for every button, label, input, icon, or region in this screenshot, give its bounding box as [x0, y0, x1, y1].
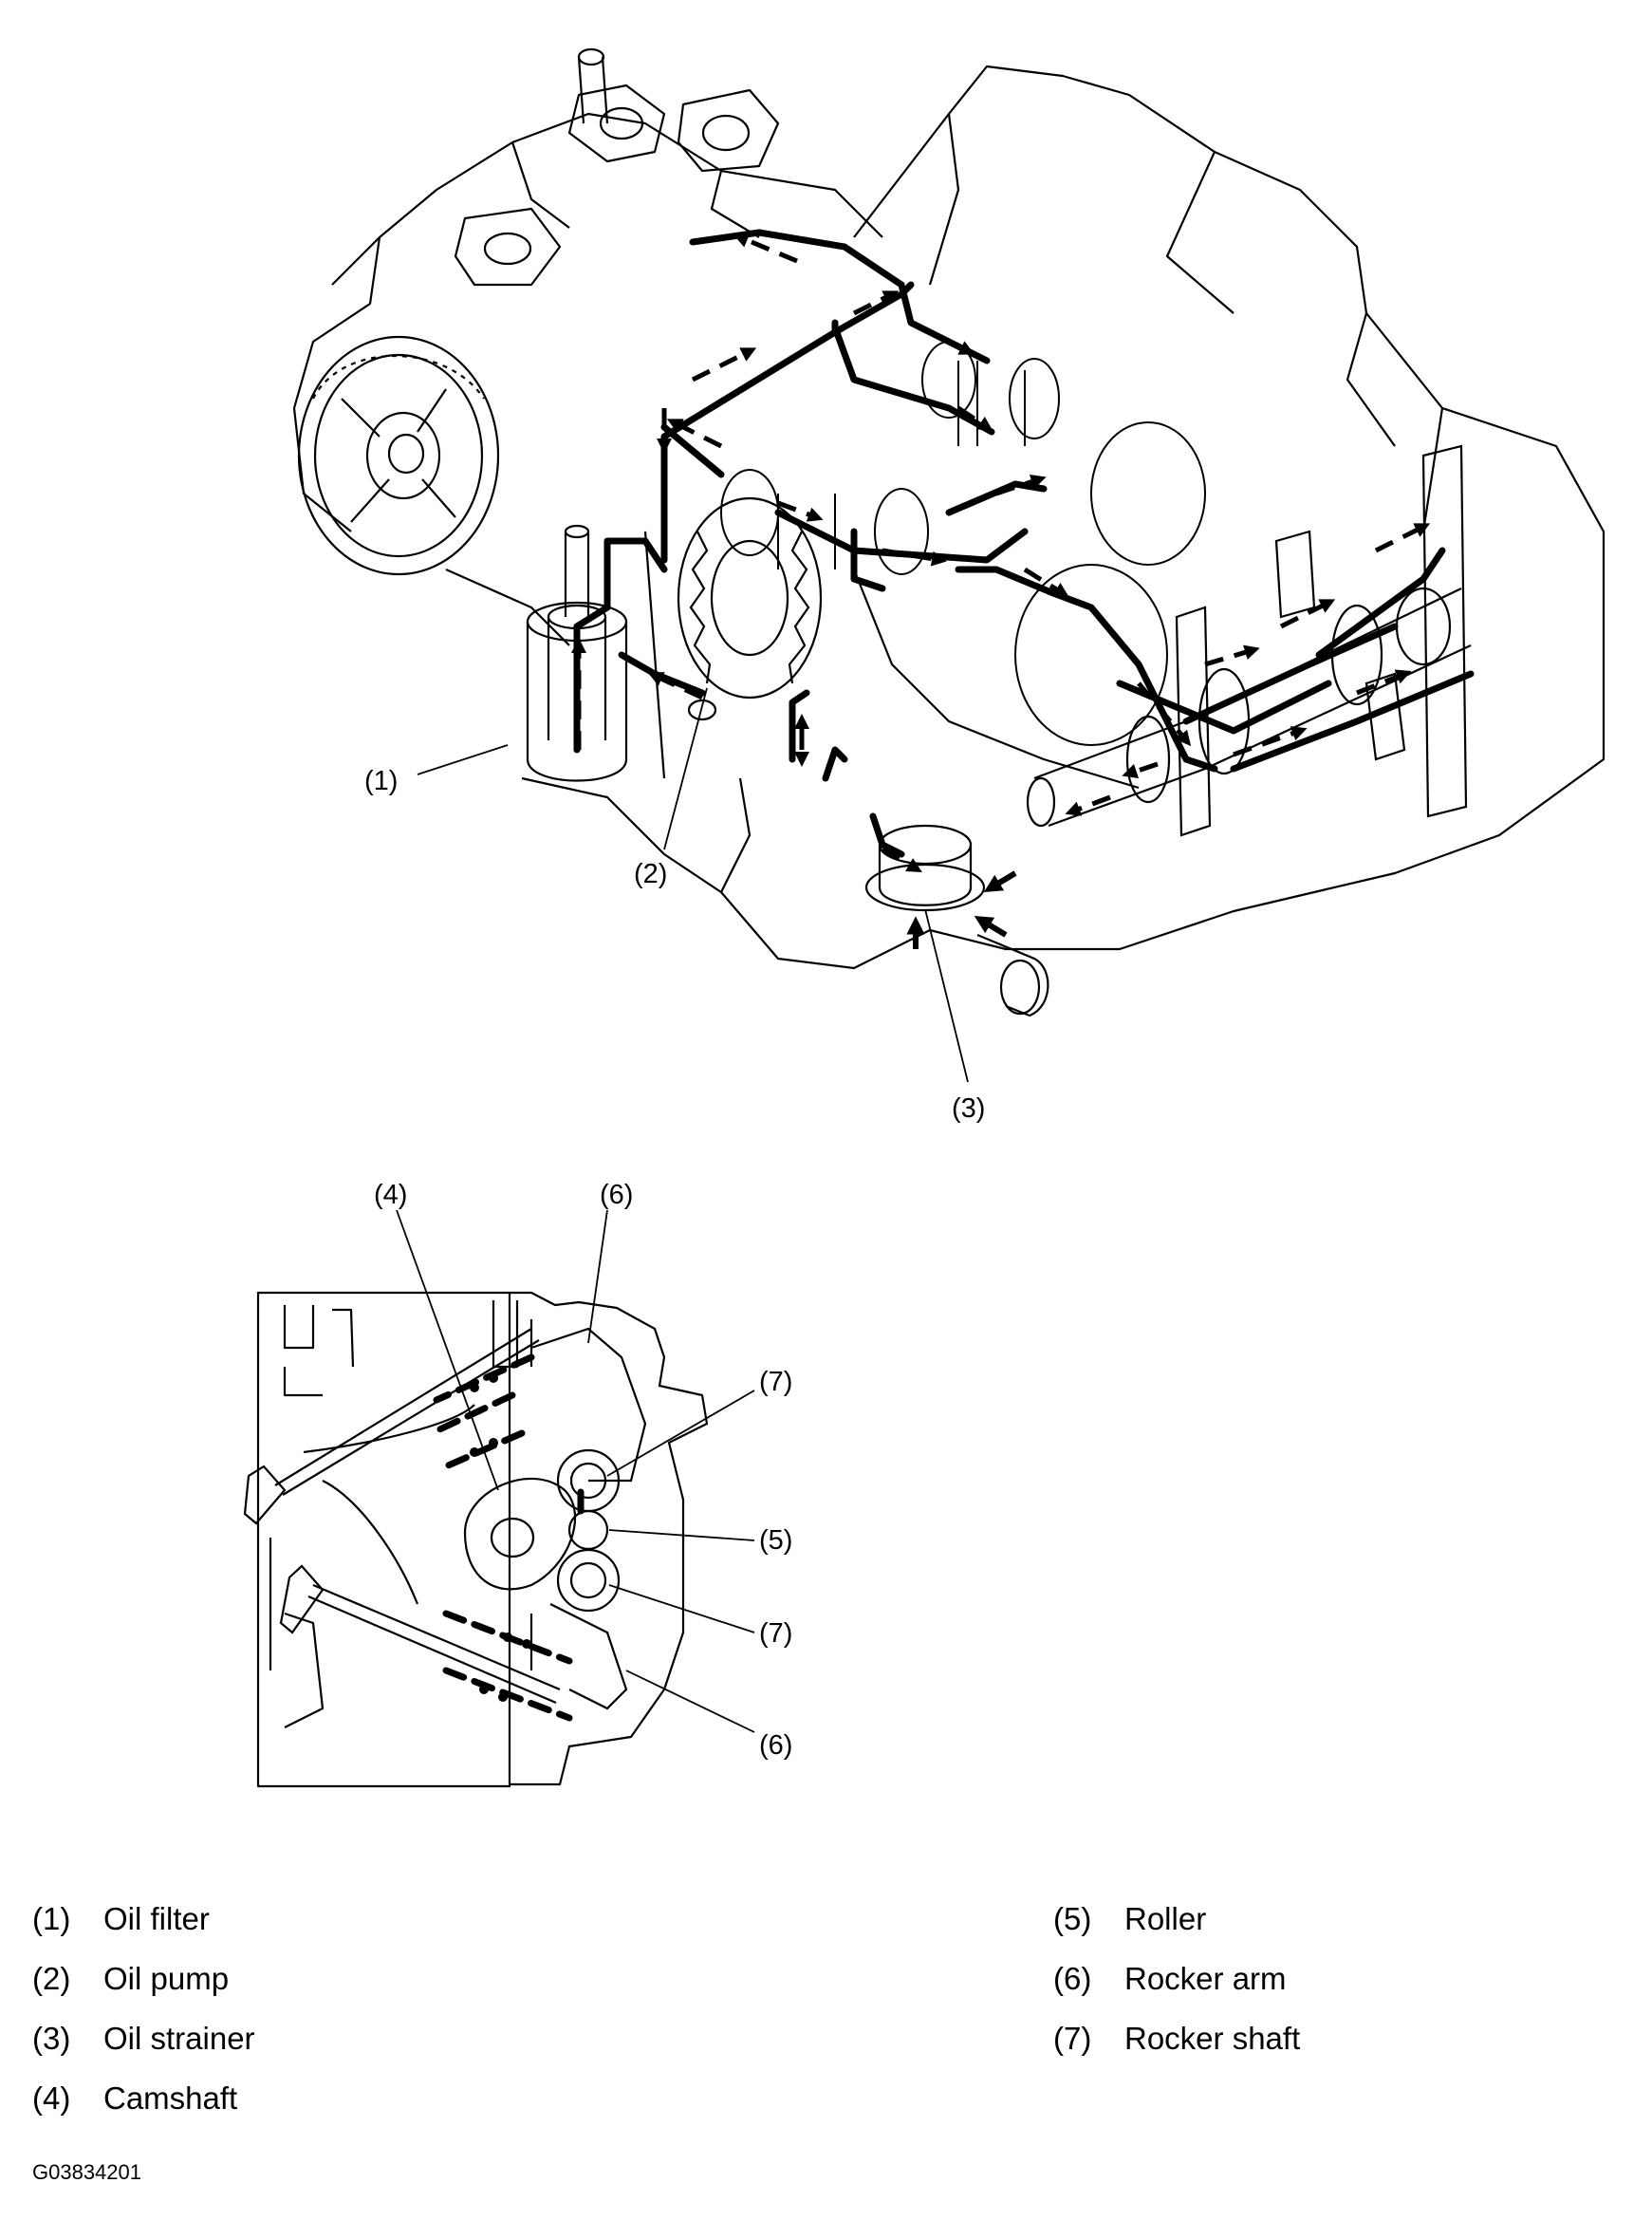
- roller-section: [567, 1509, 609, 1551]
- callout-2: (2): [634, 859, 667, 889]
- callout-1: (1): [364, 766, 398, 796]
- oil-flow-arrows: [570, 233, 1431, 872]
- legend-item-6: (6) Rocker arm: [1053, 1963, 1287, 1994]
- legend-label: Rocker shaft: [1124, 2021, 1301, 2056]
- callout-5: (5): [759, 1525, 792, 1556]
- legend-item-1: (1) Oil filter: [32, 1903, 210, 1934]
- legend-number: (6): [1053, 1961, 1092, 1996]
- callout-6-bottom: (6): [759, 1730, 792, 1761]
- callout-4: (4): [374, 1180, 407, 1210]
- legend-number: (5): [1053, 1901, 1092, 1936]
- legend-item-7: (7) Rocker shaft: [1053, 2023, 1300, 2054]
- figure-code: G03834201: [32, 2160, 141, 2184]
- camshaft-section: [463, 1477, 577, 1591]
- legend-item-2: (2) Oil pump: [32, 1963, 229, 1994]
- oil-passages: [573, 229, 1475, 858]
- lower-oil-passages: [428, 1353, 585, 1722]
- valves: [243, 1328, 561, 1705]
- legend-label: Roller: [1124, 1901, 1207, 1936]
- legend-label: Oil strainer: [103, 2021, 255, 2056]
- strainer-inlet-arrows: [906, 870, 1017, 949]
- camshaft-drawing: [1026, 444, 1472, 837]
- legend-number: (4): [32, 2080, 71, 2116]
- valve-train-middle: [720, 341, 1206, 746]
- oil-pump-drawing: [677, 496, 823, 721]
- legend-item-3: (3) Oil strainer: [32, 2023, 255, 2054]
- crank-pulley: [297, 335, 570, 646]
- legend-label: Oil pump: [103, 1961, 230, 1996]
- leader-lines-upper: [417, 687, 969, 1083]
- oil-filter-drawing: [526, 524, 628, 782]
- cylinder-head-section: [256, 1291, 709, 1788]
- callout-7-top: (7): [759, 1367, 792, 1397]
- engine-block-outline: [292, 47, 1606, 970]
- legend-number: (3): [32, 2021, 71, 2056]
- leader-lines-lower: [396, 1209, 755, 1733]
- legend-number: (1): [32, 1901, 71, 1936]
- callout-6-top: (6): [600, 1180, 633, 1210]
- callout-7-bottom: (7): [759, 1618, 792, 1649]
- legend-number: (7): [1053, 2021, 1092, 2056]
- legend-item-4: (4) Camshaft: [32, 2082, 237, 2114]
- legend-label: Oil filter: [103, 1901, 210, 1936]
- legend-item-5: (5) Roller: [1053, 1903, 1206, 1934]
- legend-number: (2): [32, 1961, 71, 1996]
- lower-oil-dots: [470, 1373, 531, 1702]
- legend-label: Rocker arm: [1124, 1961, 1287, 1996]
- callout-3: (3): [952, 1093, 985, 1124]
- rocker-arm-section: [530, 1327, 647, 1710]
- legend-label: Camshaft: [103, 2080, 238, 2116]
